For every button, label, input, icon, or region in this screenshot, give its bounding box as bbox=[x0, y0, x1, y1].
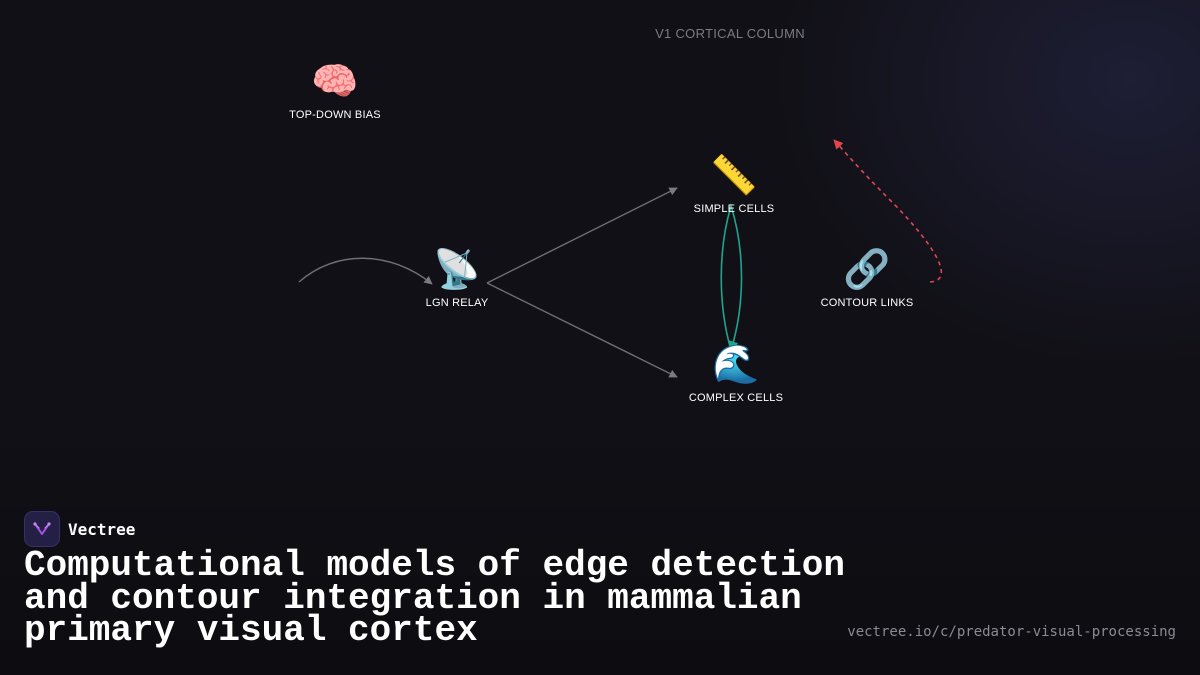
edge-lgn-to-complex bbox=[486, 282, 678, 378]
node-label: LGN RELAY bbox=[425, 297, 489, 309]
node-label: CONTOUR LINKS bbox=[820, 297, 914, 309]
node-label: TOP-DOWN BIAS bbox=[289, 109, 381, 121]
edge-lgn-to-simple bbox=[486, 187, 678, 284]
vectree-logo-icon bbox=[24, 511, 60, 547]
satellite-dish-icon: 📡 bbox=[433, 247, 481, 291]
edge-contour-to-simple bbox=[833, 139, 943, 283]
node-lgn-relay: 📡 LGN RELAY bbox=[387, 247, 527, 309]
node-top-down-bias: 🧠 TOP-DOWN BIAS bbox=[265, 59, 405, 121]
node-complex-cells: 🌊 COMPLEX CELLS bbox=[666, 342, 806, 404]
region-label: V1 CORTICAL COLUMN bbox=[655, 26, 805, 41]
wave-icon: 🌊 bbox=[712, 342, 760, 386]
ruler-icon: 📏 bbox=[710, 153, 758, 197]
edge-complex-to-simple bbox=[720, 203, 743, 351]
node-contour-links: 🔗 CONTOUR LINKS bbox=[797, 247, 937, 309]
brand[interactable]: Vectree bbox=[24, 511, 136, 547]
node-label: COMPLEX CELLS bbox=[688, 392, 784, 404]
brain-icon: 🧠 bbox=[311, 59, 359, 103]
link-icon: 🔗 bbox=[843, 247, 891, 291]
source-url[interactable]: vectree.io/c/predator-visual-processing bbox=[847, 624, 1176, 640]
node-label: SIMPLE CELLS bbox=[693, 203, 775, 215]
edge-external-to-lgn bbox=[298, 257, 433, 285]
node-simple-cells: 📏 SIMPLE CELLS bbox=[664, 153, 804, 215]
brand-name: Vectree bbox=[68, 519, 136, 539]
page-title: Computational models of edge detection a… bbox=[24, 545, 845, 651]
